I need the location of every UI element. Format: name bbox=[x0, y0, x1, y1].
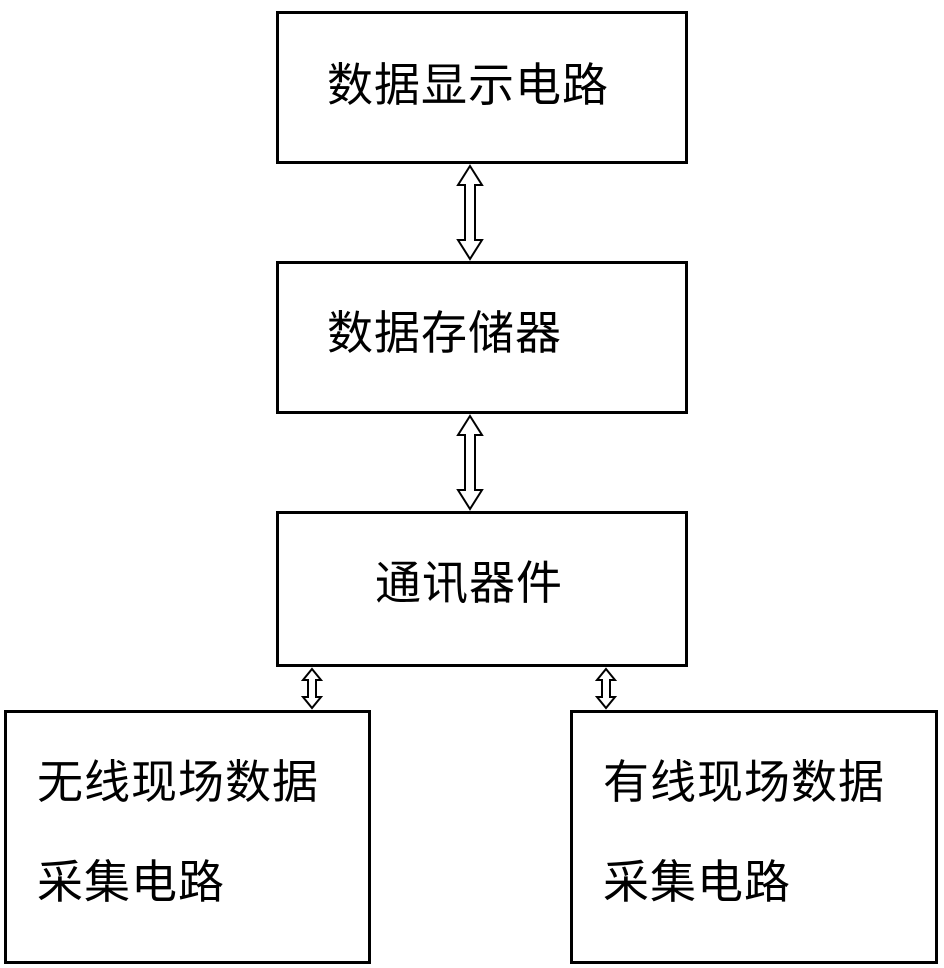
wired-label-line1: 有线现场数据 bbox=[603, 755, 885, 809]
communication-device-label: 通讯器件 bbox=[375, 556, 563, 610]
communication-device-box: 通讯器件 bbox=[276, 511, 688, 667]
double-arrow-comm-wireless bbox=[300, 667, 324, 710]
wireless-field-data-acquisition-box: 无线现场数据 采集电路 bbox=[4, 710, 371, 964]
data-storage-box: 数据存储器 bbox=[276, 261, 688, 414]
double-arrow-comm-wired bbox=[594, 667, 618, 710]
wireless-label-line2: 采集电路 bbox=[37, 855, 225, 909]
double-arrow-storage-comm bbox=[456, 414, 484, 511]
data-display-circuit-label: 数据显示电路 bbox=[327, 58, 609, 112]
wireless-label-line1: 无线现场数据 bbox=[37, 755, 319, 809]
data-display-circuit-box: 数据显示电路 bbox=[276, 11, 688, 164]
wired-field-data-acquisition-box: 有线现场数据 采集电路 bbox=[570, 710, 938, 964]
data-storage-label: 数据存储器 bbox=[327, 306, 562, 360]
wired-label-line2: 采集电路 bbox=[603, 855, 791, 909]
double-arrow-display-storage bbox=[456, 164, 484, 261]
